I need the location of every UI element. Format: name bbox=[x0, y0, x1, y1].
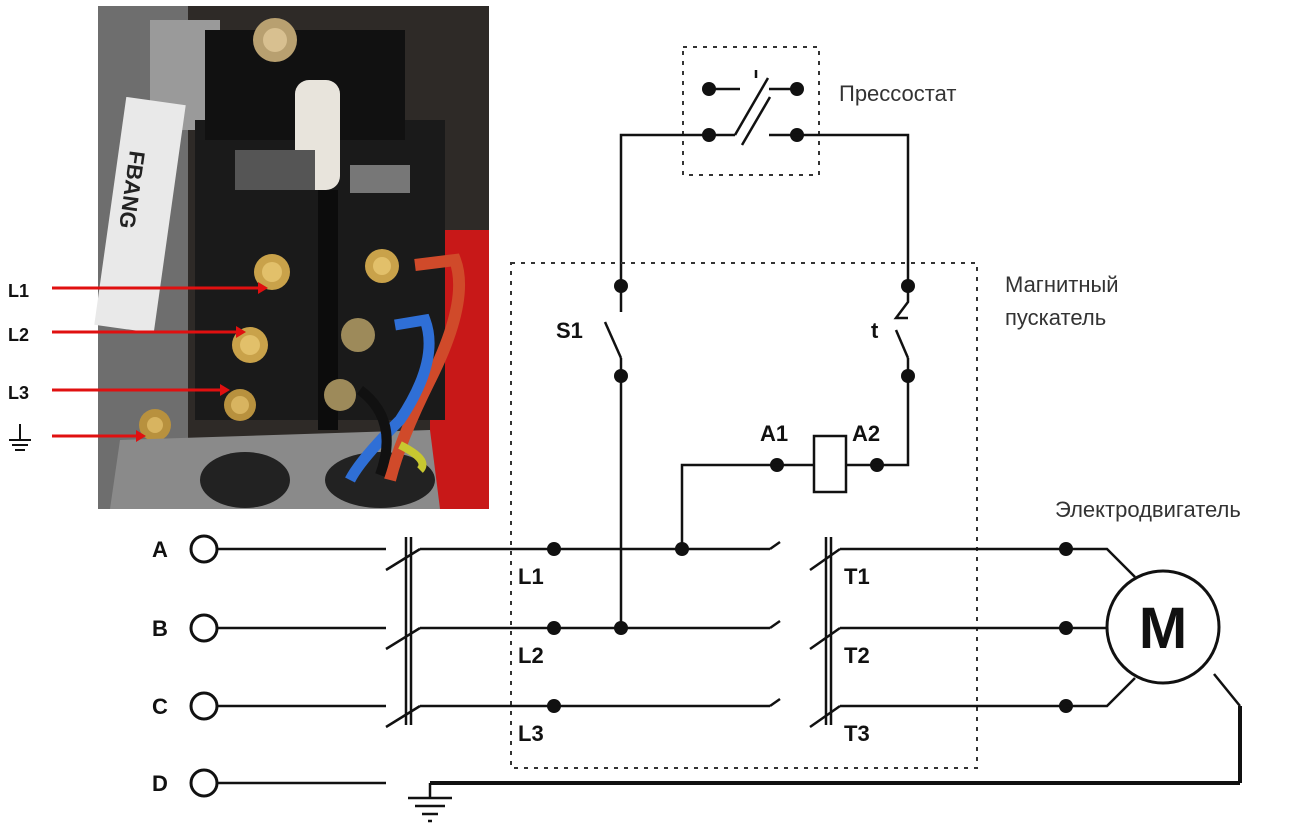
phase-label-c: C bbox=[152, 694, 168, 719]
coil-label-a1: A1 bbox=[760, 421, 788, 446]
terminal-label-l3: L3 bbox=[518, 721, 544, 746]
pressure-switch bbox=[682, 46, 820, 176]
photo-label-l3: L3 bbox=[8, 383, 29, 403]
terminal-a bbox=[189, 534, 219, 564]
phase-label-b: B bbox=[152, 616, 168, 641]
pressure-switch-caption: Прессостат bbox=[839, 81, 956, 106]
switch-label-s1: S1 bbox=[556, 318, 583, 343]
terminal-label-t1: T1 bbox=[844, 564, 870, 589]
motor-caption: Электродвигатель bbox=[1055, 497, 1241, 522]
terminal-label-l1: L1 bbox=[518, 564, 544, 589]
motor-icon bbox=[1105, 569, 1221, 685]
terminal-b bbox=[189, 613, 219, 643]
terminal-label-l2: L2 bbox=[518, 643, 544, 668]
terminal-d bbox=[189, 768, 219, 798]
ground-icon bbox=[9, 424, 31, 451]
terminal-label-t2: T2 bbox=[844, 643, 870, 668]
photo-label-l1: L1 bbox=[8, 281, 29, 301]
motor-symbol: M bbox=[1139, 596, 1187, 661]
magnetic-starter bbox=[510, 262, 978, 769]
phase-label-d: D bbox=[152, 771, 168, 796]
starter-caption-line2: пускатель bbox=[1005, 305, 1106, 330]
terminal-c bbox=[189, 691, 219, 721]
power-lines bbox=[189, 534, 1242, 823]
coil-label-a2: A2 bbox=[852, 421, 880, 446]
thermal-label-t: t bbox=[871, 318, 879, 343]
phase-label-a: A bbox=[152, 537, 168, 562]
photo-label-l2: L2 bbox=[8, 325, 29, 345]
pressure-switch-photo: FBANG bbox=[94, 6, 489, 509]
photo-arrows bbox=[52, 282, 268, 442]
terminal-label-t3: T3 bbox=[844, 721, 870, 746]
starter-caption-line1: Магнитный bbox=[1005, 272, 1119, 297]
